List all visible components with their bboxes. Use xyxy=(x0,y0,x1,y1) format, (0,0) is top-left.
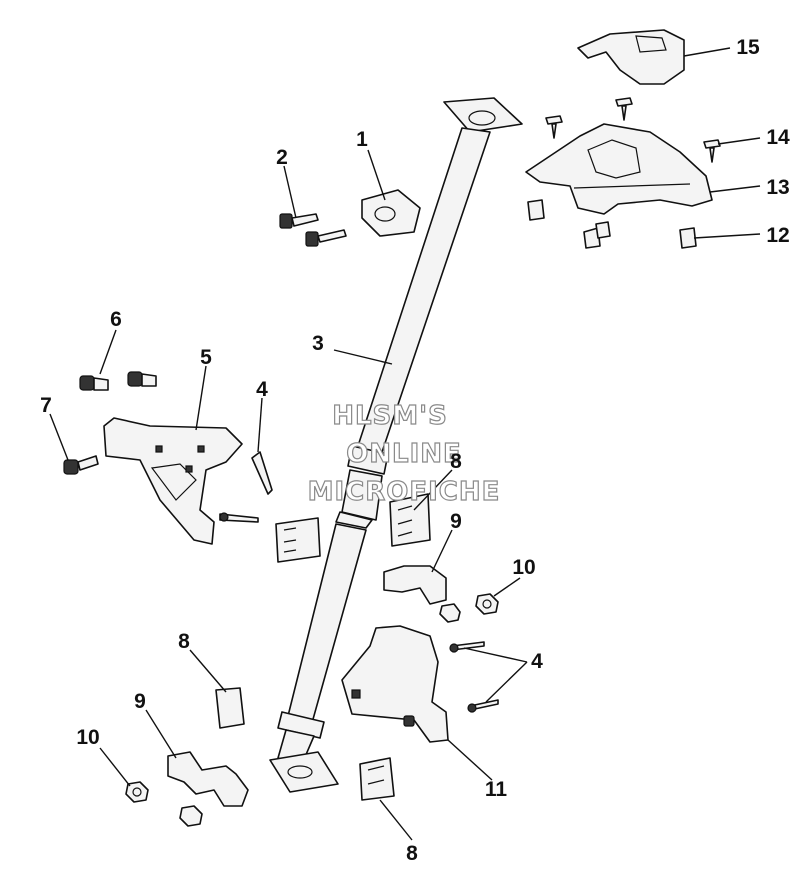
callout-11: 11 xyxy=(485,778,508,801)
callout-8-left: 8 xyxy=(178,630,190,653)
callout-7: 7 xyxy=(40,394,52,417)
callout-3: 3 xyxy=(312,332,324,355)
part-2-bolts xyxy=(279,213,347,247)
callout-12: 12 xyxy=(766,224,789,247)
part-14-screws xyxy=(545,97,721,163)
callout-8-bottom: 8 xyxy=(406,842,418,865)
part-13-cluster-mount xyxy=(525,123,713,215)
part-15-cover xyxy=(577,29,685,85)
part-6-bolts xyxy=(79,371,157,391)
callout-2: 2 xyxy=(276,146,288,169)
steering-column-shaft xyxy=(269,97,523,793)
part-1-block xyxy=(361,189,421,237)
callout-8-upper: 8 xyxy=(450,450,462,473)
watermark-line-2: ONLINE xyxy=(346,439,462,469)
callout-9-lower: 9 xyxy=(134,690,146,713)
callout-15: 15 xyxy=(736,36,760,59)
callout-10-left: 10 xyxy=(76,726,99,749)
callout-6: 6 xyxy=(110,308,122,331)
watermark: HLSM'S ONLINE MICROFICHE xyxy=(307,400,501,507)
watermark-line-1: HLSM'S xyxy=(332,401,448,431)
callout-4-right: 4 xyxy=(531,650,543,673)
part-12-clips xyxy=(527,199,697,249)
part-7-bolt xyxy=(63,455,99,475)
callout-labels: 1 2 3 4 4 5 6 7 8 8 8 9 9 10 10 11 12 13… xyxy=(40,36,790,865)
callout-9-upper: 9 xyxy=(450,510,462,533)
part-5-bracket xyxy=(103,417,243,545)
part-8-bushings xyxy=(215,493,431,801)
part-10-nuts xyxy=(125,593,499,827)
callout-1: 1 xyxy=(356,128,368,151)
callout-13: 13 xyxy=(766,176,789,199)
part-11-bracket xyxy=(341,625,449,743)
part-9-clamps xyxy=(167,565,447,807)
callout-5: 5 xyxy=(200,346,212,369)
leader-lines xyxy=(49,47,761,841)
callout-14: 14 xyxy=(766,126,790,149)
watermark-line-3: MICROFICHE xyxy=(308,477,501,507)
callout-10-right: 10 xyxy=(512,556,535,579)
callout-4-upper: 4 xyxy=(256,378,268,401)
part-4-pins xyxy=(219,451,499,713)
